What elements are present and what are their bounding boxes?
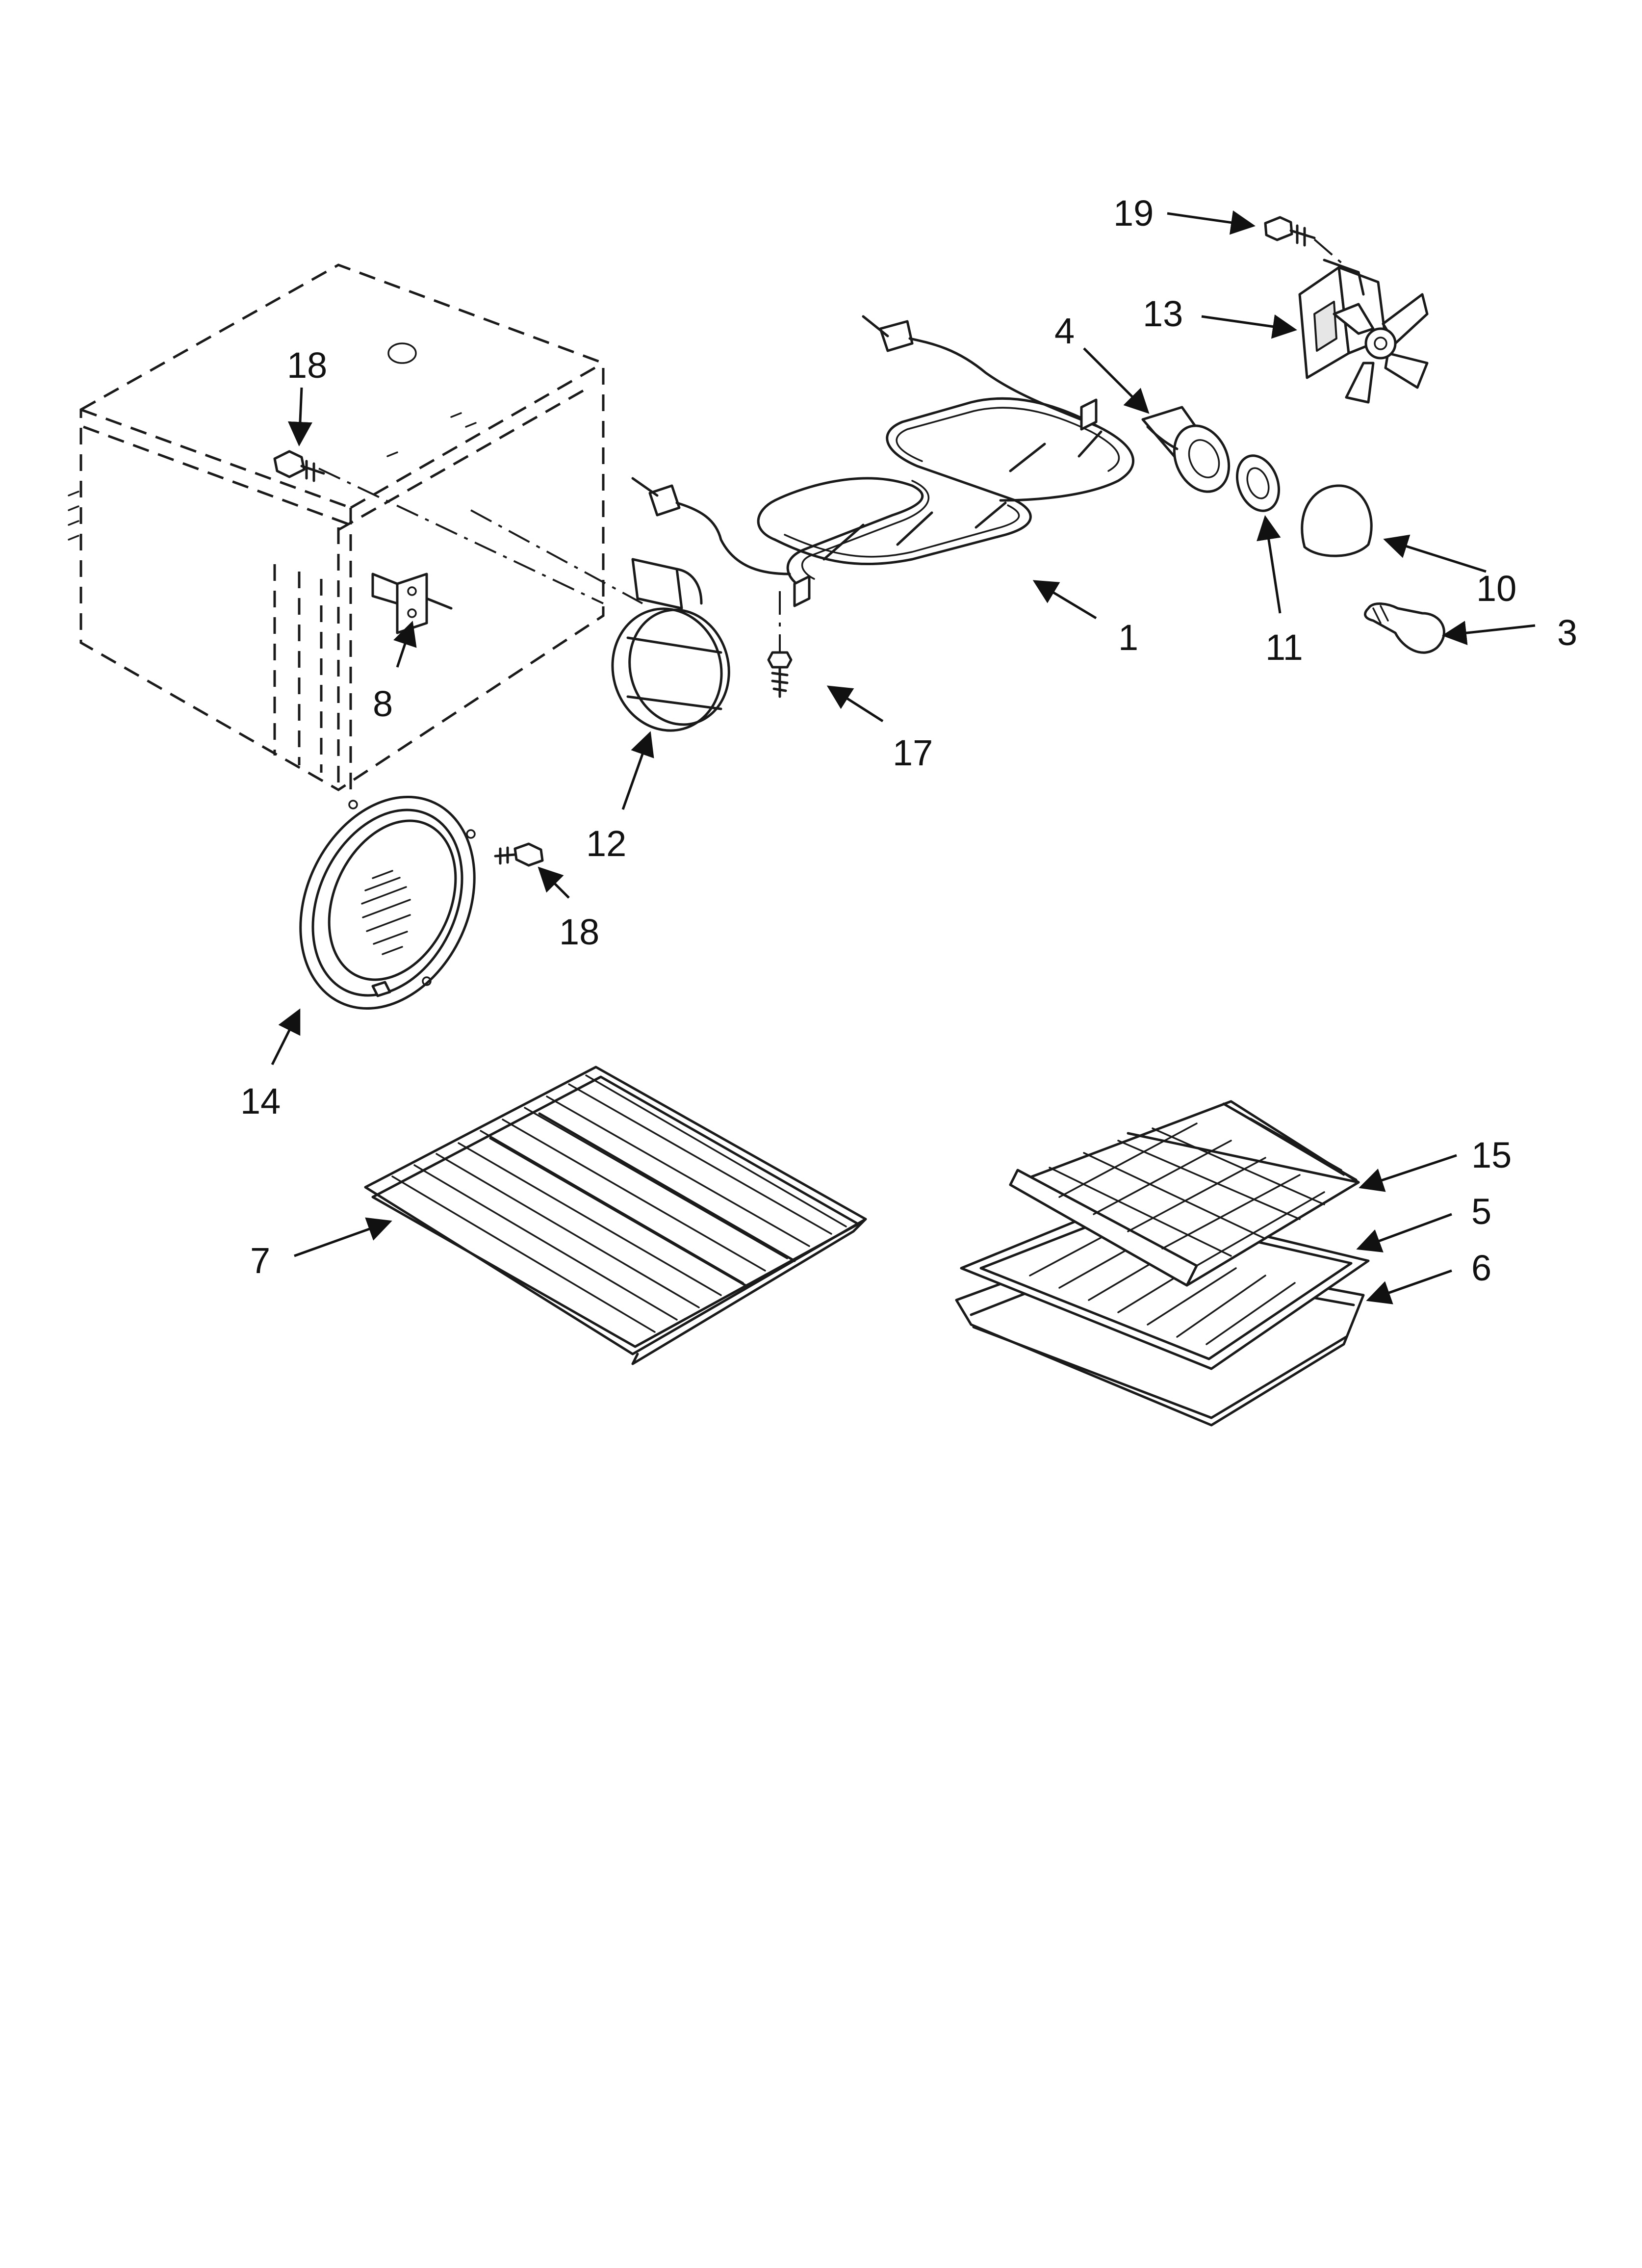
element-bracket-part-8 xyxy=(371,573,453,634)
light-socket-part-4 xyxy=(1141,406,1231,493)
callout-17: 17 xyxy=(893,732,933,773)
callout-18-lower: 18 xyxy=(559,912,599,952)
callout-arrows xyxy=(271,210,1536,1304)
callout-12: 12 xyxy=(586,823,626,864)
callout-11: 11 xyxy=(1265,627,1303,668)
callout-5: 5 xyxy=(1471,1191,1491,1232)
callout-1: 1 xyxy=(1118,617,1138,658)
element-shield-ring-part-12 xyxy=(611,558,730,732)
callout-4: 4 xyxy=(1054,311,1075,351)
broiler-insert-part-15 xyxy=(1009,1100,1360,1287)
convection-fan-motor-part-13 xyxy=(1298,259,1429,404)
callout-14: 14 xyxy=(240,1081,281,1121)
gasket-part-11 xyxy=(1235,454,1281,512)
screw-part-18-top xyxy=(273,450,325,482)
screw-part-17 xyxy=(767,651,793,698)
callout-3: 3 xyxy=(1557,612,1577,653)
callout-10: 10 xyxy=(1476,568,1516,609)
broiler-grid-part-5 xyxy=(960,1200,1370,1370)
callout-18-top: 18 xyxy=(287,345,327,386)
fan-cover-part-14 xyxy=(299,795,476,1010)
light-lens-part-10 xyxy=(1301,484,1373,557)
screw-part-18-lower xyxy=(494,842,544,867)
oven-rack-part-7 xyxy=(364,1066,867,1365)
bake-element-part-1 xyxy=(631,315,1134,607)
callout-13: 13 xyxy=(1143,293,1183,334)
callout-15: 15 xyxy=(1471,1135,1512,1175)
callout-8: 8 xyxy=(373,683,393,724)
callout-19: 19 xyxy=(1113,193,1154,234)
oven-cavity-outline xyxy=(68,263,781,791)
callout-6: 6 xyxy=(1471,1248,1491,1288)
light-bulb-part-3 xyxy=(1364,602,1445,654)
screw-part-19 xyxy=(1264,216,1345,266)
callout-7: 7 xyxy=(250,1240,270,1281)
